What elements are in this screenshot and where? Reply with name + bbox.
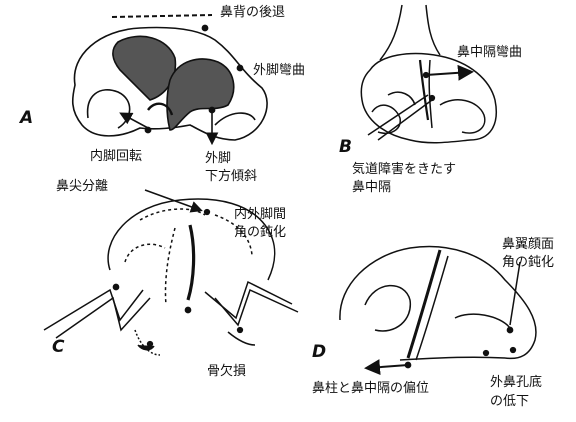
label-alar-facial-angle-2: 角の鈍化: [502, 254, 554, 271]
label-nostril-floor: 外鼻孔底: [490, 374, 542, 391]
panel-label-c: C: [52, 337, 64, 357]
label-septal-deviation: 鼻中隔彎曲: [457, 44, 522, 61]
label-columella-septum-displacement: 鼻柱と鼻中隔の偏位: [312, 380, 429, 397]
label-tip-bifidity: 鼻尖分離: [56, 178, 108, 195]
label-airway-obstruction: 気道障害をきたす: [352, 161, 456, 178]
label-intercrural-angle-2: 角の鈍化: [234, 224, 286, 241]
label-dorsum-retrusion: 鼻背の後退: [220, 4, 285, 21]
panel-b-drawing: [361, 5, 496, 143]
panel-a-drawing: [73, 15, 267, 142]
label-lateral-crus-down: 外脚: [205, 150, 231, 167]
label-medial-crus-rotation: 内脚回転: [90, 148, 142, 165]
label-lateral-crus-down-2: 下方傾斜: [205, 168, 257, 185]
label-alar-facial-angle: 鼻翼顔面: [502, 236, 554, 253]
label-lateral-crus-curvature: 外脚彎曲: [253, 62, 305, 79]
label-airway-obstruction-2: 鼻中隔: [352, 179, 391, 196]
label-bone-defect: 骨欠損: [207, 363, 246, 380]
panel-label-b: B: [339, 137, 352, 157]
label-nostril-floor-2: の低下: [490, 393, 529, 410]
panel-label-a: A: [20, 108, 33, 128]
label-intercrural-angle: 内外脚間: [234, 206, 286, 223]
panel-label-d: D: [312, 342, 326, 362]
